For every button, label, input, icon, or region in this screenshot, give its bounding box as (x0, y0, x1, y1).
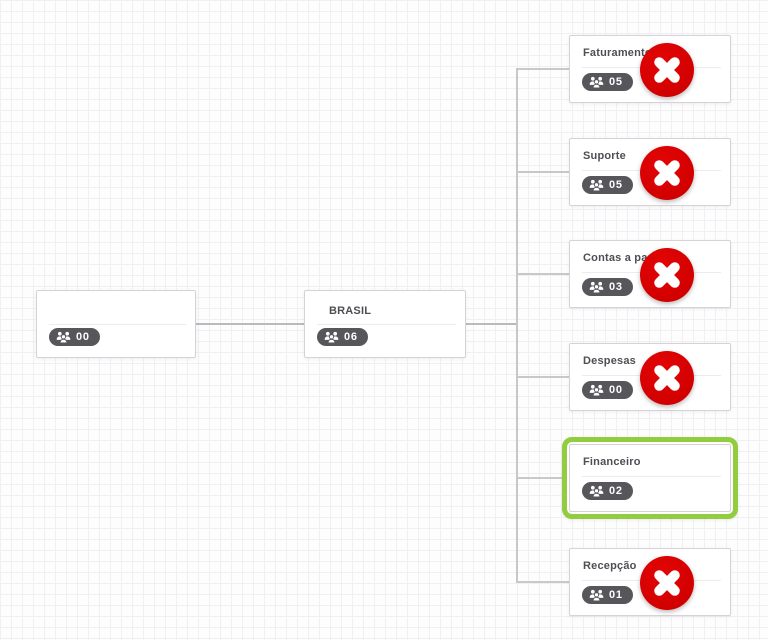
member-count: 03 (609, 281, 623, 293)
selected-node-highlight: Financeiro 02 (562, 437, 738, 519)
connector-branch (517, 68, 569, 70)
delete-node-button[interactable] (640, 146, 694, 200)
member-count: 01 (609, 589, 623, 601)
connector-branch (517, 273, 569, 275)
node-title: Recepção (583, 560, 637, 572)
member-count-badge: 01 (582, 586, 633, 604)
node-divider (49, 324, 186, 325)
member-count-badge: 02 (582, 482, 633, 500)
member-count: 00 (76, 331, 90, 343)
org-node-child-selected[interactable]: Financeiro 02 (569, 444, 731, 512)
delete-node-button[interactable] (640, 351, 694, 405)
member-count: 06 (344, 331, 358, 343)
connector-trunk (516, 68, 518, 583)
users-group-icon (589, 485, 604, 497)
node-title: Faturamento (583, 47, 652, 59)
users-group-icon (589, 384, 604, 396)
delete-node-button[interactable] (640, 43, 694, 97)
users-group-icon (324, 331, 339, 343)
users-group-icon (589, 76, 604, 88)
org-node-parent[interactable]: BRASIL 06 (304, 290, 466, 358)
org-node-child[interactable]: Contas a pagar 03 (569, 240, 731, 308)
member-count: 02 (609, 485, 623, 497)
org-node-child[interactable]: Suporte 05 (569, 138, 731, 206)
member-count-badge: 06 (317, 328, 368, 346)
delete-node-button[interactable] (640, 248, 694, 302)
member-count-badge: 03 (582, 278, 633, 296)
connector-parent-to-trunk (466, 323, 517, 325)
member-count-badge: 00 (582, 381, 633, 399)
member-count: 00 (609, 384, 623, 396)
connector-branch (517, 171, 569, 173)
node-title: BRASIL (329, 305, 372, 317)
member-count: 05 (609, 179, 623, 191)
delete-node-button[interactable] (640, 556, 694, 610)
node-title: Suporte (583, 150, 626, 162)
node-title: Despesas (583, 355, 636, 367)
org-node-root[interactable]: 00 (36, 290, 196, 358)
users-group-icon (589, 589, 604, 601)
member-count: 05 (609, 76, 623, 88)
member-count-badge: 00 (49, 328, 100, 346)
connector-branch (517, 477, 569, 479)
users-group-icon (589, 281, 604, 293)
connector-root-to-parent (196, 323, 304, 325)
connector-branch (517, 581, 569, 583)
users-group-icon (56, 331, 71, 343)
node-divider (317, 324, 456, 325)
node-divider (582, 476, 721, 477)
org-node-child[interactable]: Recepção 01 (569, 548, 731, 616)
member-count-badge: 05 (582, 73, 633, 91)
org-node-child[interactable]: Despesas 00 (569, 343, 731, 411)
org-node-child[interactable]: Faturamento 05 (569, 35, 731, 103)
connector-branch (517, 376, 569, 378)
users-group-icon (589, 179, 604, 191)
member-count-badge: 05 (582, 176, 633, 194)
node-title: Financeiro (583, 456, 641, 468)
